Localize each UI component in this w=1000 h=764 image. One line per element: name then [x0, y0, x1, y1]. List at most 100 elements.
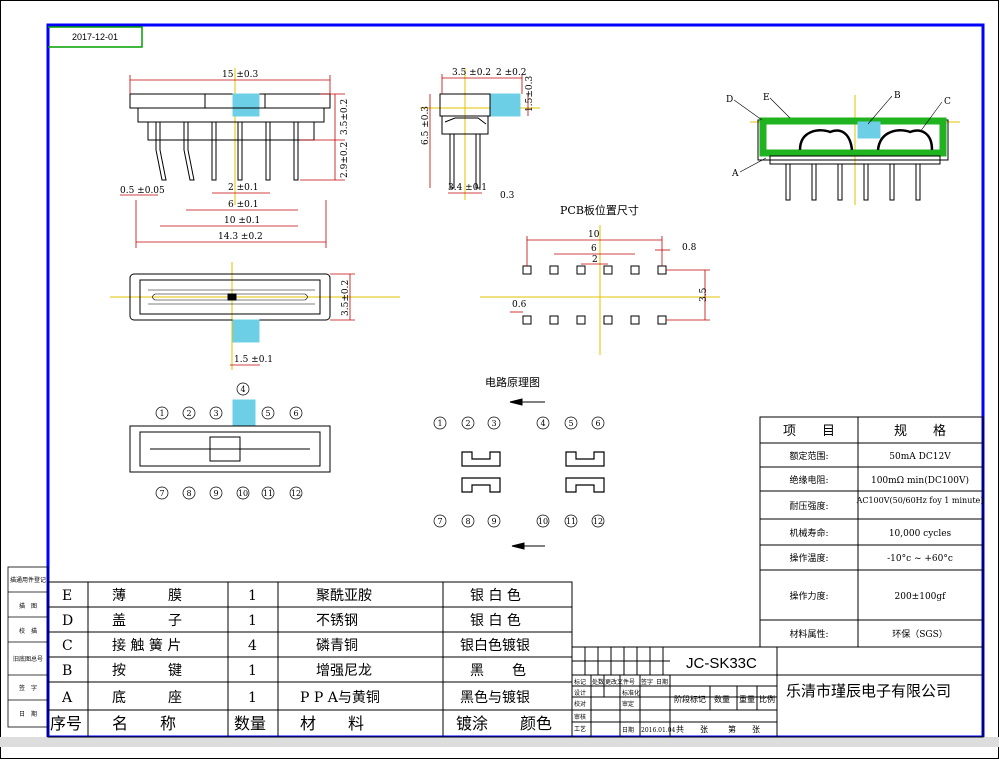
circuit-pin-5: 5 [568, 419, 573, 428]
bom-h-mat: 材 料 [300, 714, 364, 733]
strip-1: 描通用件登记 [10, 576, 46, 584]
label-d: D [726, 95, 733, 105]
pcb-dim-06: 0.6 [512, 300, 527, 310]
front-dim-height: 3.5±0.2 [341, 280, 351, 316]
section-leaders [733, 95, 943, 173]
tb-qty: 数量 [714, 694, 730, 704]
tb-r2-2: 标准化 [622, 689, 640, 697]
spec-head-spec: 规 格 [894, 423, 946, 439]
pcb-dims [510, 236, 710, 321]
circuit-pin-11: 11 [566, 517, 576, 526]
pcb-pads-top [522, 265, 667, 275]
strip-2: 描 图 [19, 602, 37, 610]
top-view-pins [155, 122, 299, 181]
side-dim-base: 3.4 ±0.1 [448, 183, 487, 193]
side-dim-pin: 0.3 [500, 191, 515, 201]
bom-d-color: 银 白 色 [470, 612, 521, 629]
bom-e-name: 薄 膜 [112, 588, 182, 604]
spec-row-3-label: 耐压强度: [789, 500, 828, 512]
bom-b-mat: 增强尼龙 [316, 663, 372, 679]
bv-pin-11: 11 [263, 489, 273, 498]
bom-a-qty: 1 [248, 690, 257, 706]
tb-r2-0: 设计 [574, 689, 586, 697]
dim-width-15: 15 ±0.3 [222, 70, 258, 80]
top-view [129, 68, 331, 205]
circuit-pin-8: 8 [465, 517, 470, 526]
circuit-arrows [509, 398, 545, 550]
bom-table [47, 581, 573, 738]
side-view-dims [429, 74, 529, 194]
spec-row-5-label: 操作温度: [789, 552, 828, 564]
dim-pitch-2: 2 ±0.1 [228, 183, 258, 193]
spec-row-4-value: 10,000 cycles [889, 529, 952, 539]
tb-r6-1: 2016.01.04 [641, 727, 676, 734]
bom-d-mat: 不锈钢 [316, 613, 358, 629]
bom-a-color: 黑色与镀银 [460, 689, 530, 706]
circuit-pin-3: 3 [491, 419, 496, 428]
label-e: E [763, 93, 770, 103]
title-block-small: 标记 处数 更改文件号 签字 日期 设计 标准化 校对 审定 审核 工艺 日期 … [574, 678, 676, 734]
bom-d-name: 盖 子 [112, 613, 182, 629]
part-number: JC-SK33C [686, 655, 757, 672]
dim-pitch-10: 10 ±0.1 [224, 216, 260, 226]
bottom-band [0, 737, 999, 747]
circuit-pin-4: 4 [540, 419, 545, 428]
title-block-labels: 阶段标记 数量 重量 比例 共 张 第 张 [674, 694, 775, 734]
label-c: C [944, 97, 951, 107]
dim-height-29: 2.9±0.2 [340, 142, 350, 178]
circuit-pin-9: 9 [491, 517, 496, 526]
bom-h-qty: 数量 [234, 714, 266, 733]
bom-e-color: 银 白 色 [470, 587, 521, 604]
spec-row-1-label: 额定范围: [789, 450, 828, 462]
bom-e-qty: 1 [248, 588, 257, 604]
bom-c-name: 接 触 簧 片 [112, 637, 181, 654]
pcb-dim-6: 6 [591, 244, 597, 254]
bottom-view-pin-labels: 1 2 3 4 5 6 7 8 9 10 11 12 [155, 382, 303, 500]
bv-pin-3: 3 [213, 409, 218, 418]
circuit-schematic: 1 2 3 4 5 6 7 8 9 10 11 12 [433, 416, 605, 528]
pcb-dim-08: 0.8 [682, 243, 697, 253]
bom-text: E 薄 膜 1 聚酰亚胺 银 白 色 D 盖 子 1 不锈钢 银 白 色 C 接… [50, 587, 552, 733]
spec-row-5-value: -10°c ~ +60°c [887, 554, 953, 564]
tb-page: 第 张 [728, 724, 760, 734]
bom-e-mat: 聚酰亚胺 [316, 588, 372, 604]
bom-b-color: 黑 色 [470, 662, 526, 679]
tb-r6-0: 日期 [622, 726, 634, 734]
tb-weight: 重量 [739, 694, 755, 704]
pcb-dim-10: 10 [588, 230, 600, 240]
bom-a-name: 底 座 [112, 690, 182, 706]
bom-e-id: E [62, 588, 72, 604]
dim-pitch-6: 6 ±0.1 [228, 200, 258, 210]
date-text: 2017-12-01 [72, 32, 118, 42]
spec-row-6-value: 200±100gf [895, 592, 947, 602]
bom-c-id: C [62, 638, 73, 654]
pcb-title: PCB板位置尺寸 [560, 203, 639, 217]
tb-r5-0: 工艺 [574, 725, 586, 733]
bv-pin-5: 5 [265, 409, 270, 418]
spec-row-4-label: 机械寿命: [789, 527, 828, 539]
circuit-title: 电路原理图 [485, 376, 540, 389]
bv-pin-8: 8 [186, 489, 191, 498]
bv-pin-4: 4 [240, 385, 245, 394]
bom-h-color: 镀涂 颜色 [456, 714, 552, 733]
strip-6: 日 期 [19, 710, 37, 718]
bom-a-mat: P P A与黄铜 [300, 689, 380, 706]
side-dim-w1: 3.5 ±0.2 [452, 68, 491, 78]
section-labels: D E B C A [726, 91, 951, 179]
tb-r1-4: 日期 [656, 678, 668, 686]
pcb-dim-35: 3.5 [699, 287, 709, 302]
bv-pin-9: 9 [213, 489, 218, 498]
side-dim-knob: 1.5±0.3 [525, 76, 535, 112]
circuit-pin-2: 2 [465, 419, 470, 428]
spec-row-3-value: AC100V(50/60Hz foy 1 minute) [856, 496, 984, 505]
spec-row-6-label: 操作力度: [789, 590, 828, 602]
bv-pin-12: 12 [291, 489, 301, 498]
dim-pin-offset: 0.5 ±0.05 [120, 186, 165, 196]
title-block [571, 646, 984, 738]
tb-r1-0: 标记 [574, 678, 586, 686]
front-view-dims [230, 273, 355, 366]
tb-r1-3: 签字 [641, 678, 653, 686]
left-strip-text: 描通用件登记 描 图 校 描 旧底图总号 签 字 日 期 [10, 576, 46, 718]
tb-stage: 阶段标记 [674, 694, 706, 704]
